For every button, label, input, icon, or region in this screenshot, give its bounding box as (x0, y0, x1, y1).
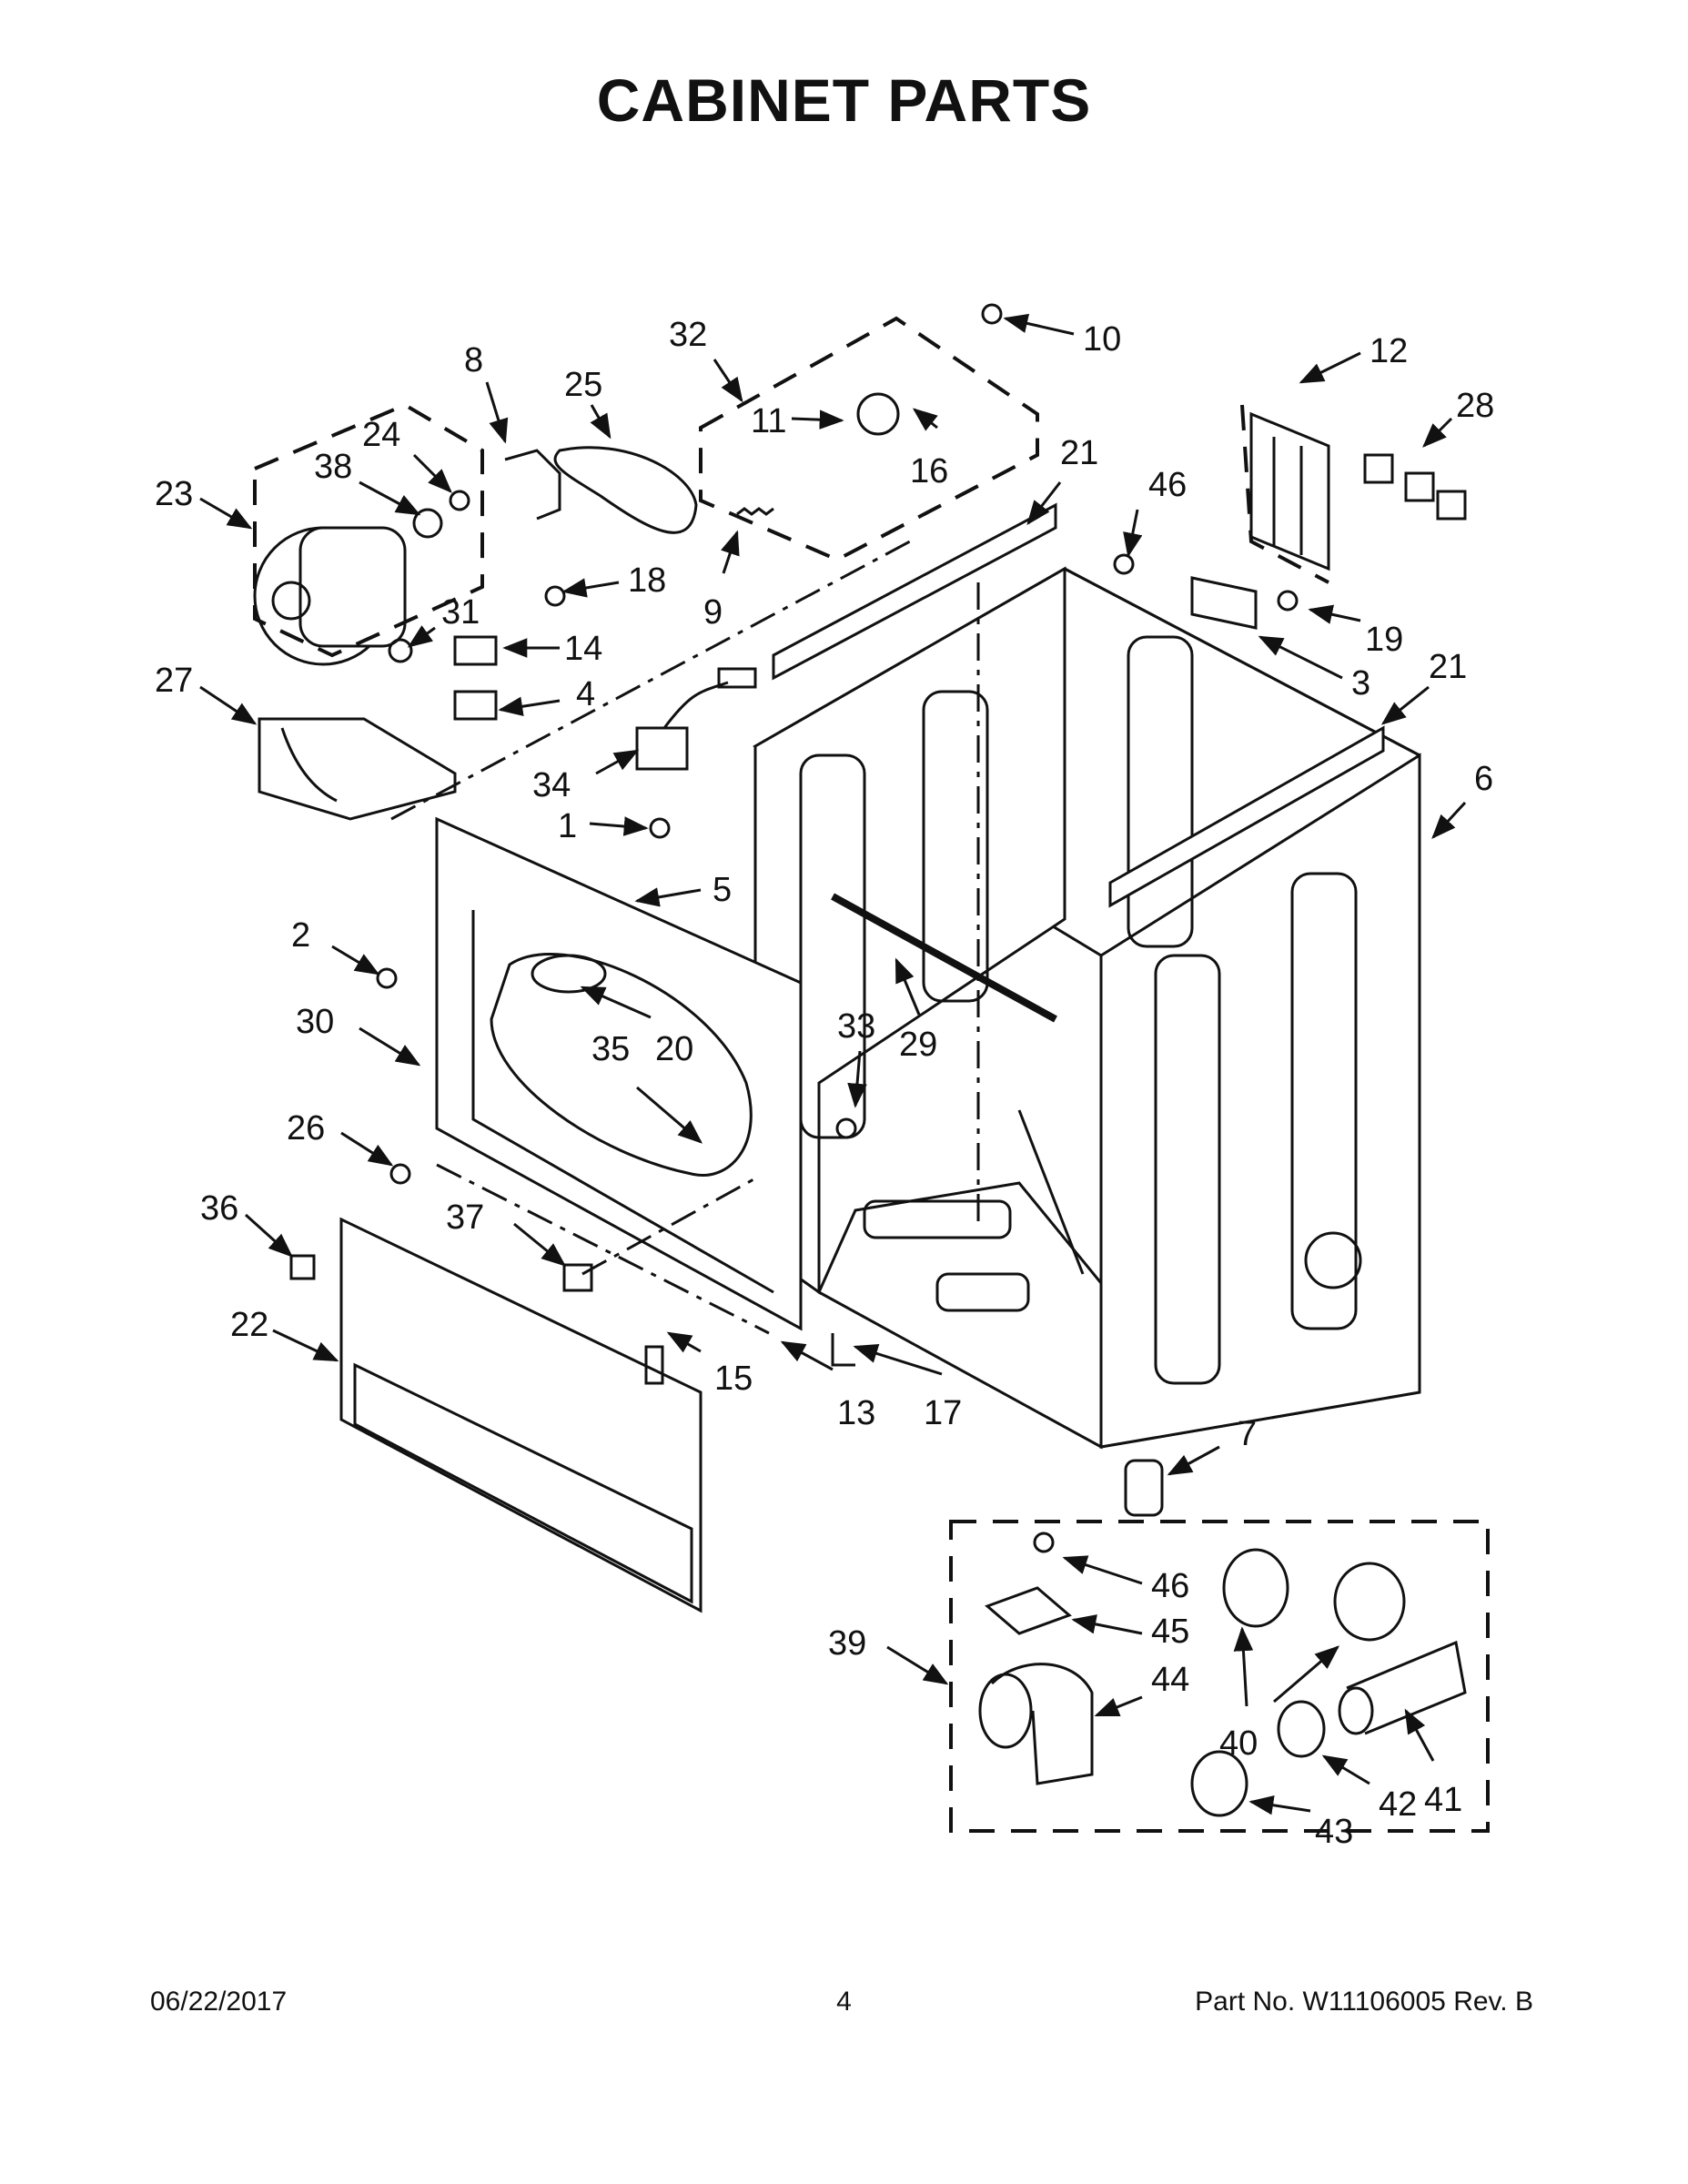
motor-mount-drawing (258, 717, 457, 821)
callout-4: 4 (576, 675, 595, 713)
callout-45: 45 (1151, 1613, 1189, 1651)
callout-20: 20 (655, 1030, 693, 1068)
callout-21b: 21 (1429, 648, 1467, 686)
group-box-motor (253, 402, 484, 658)
clip-14-drawing (453, 635, 498, 666)
callout-27: 27 (155, 662, 193, 700)
callout-19: 19 (1365, 621, 1403, 659)
callout-25: 25 (564, 366, 602, 404)
callout-12: 12 (1370, 332, 1408, 370)
callout-3: 3 (1351, 664, 1370, 703)
callout-labels: 1 2 3 4 5 6 7 8 9 10 11 12 13 14 15 16 1… (155, 316, 1494, 1851)
group-box-32 (699, 316, 1039, 562)
footer-part-number: Part No. W11106005 Rev. B (1195, 1987, 1533, 2017)
callout-5: 5 (713, 871, 732, 909)
door-switch-drawing (1190, 576, 1258, 630)
callout-26: 26 (287, 1109, 325, 1148)
callout-32: 32 (669, 316, 707, 354)
bearing-drawing (856, 392, 900, 436)
callout-46b: 46 (1148, 466, 1187, 504)
callout-17: 17 (924, 1394, 962, 1432)
callout-24: 24 (362, 416, 400, 454)
idler-spring-drawing (736, 507, 774, 516)
top-strip-rear (772, 502, 1057, 681)
callout-13: 13 (837, 1394, 875, 1432)
callout-39: 39 (828, 1624, 866, 1663)
cabinet-drawing (753, 566, 1421, 1450)
callout-34: 34 (532, 766, 571, 804)
page-title: CABINET PARTS (596, 66, 1092, 134)
group-box-12 (1240, 404, 1329, 584)
alignment-line-a (390, 540, 911, 821)
callout-30: 30 (296, 1003, 334, 1041)
leveling-leg-drawing (1124, 1459, 1164, 1517)
callout-14: 14 (564, 630, 602, 668)
callout-16: 16 (910, 452, 948, 490)
callout-33: 33 (837, 1007, 875, 1046)
callout-29: 29 (899, 1026, 937, 1064)
callout-42: 42 (1379, 1785, 1417, 1824)
alignment-line-c (436, 1163, 770, 1335)
front-panel-drawing (435, 816, 803, 1331)
callout-36: 36 (200, 1189, 238, 1228)
callout-22: 22 (230, 1306, 268, 1344)
callout-18: 18 (628, 561, 666, 600)
tumble-rod-drawing (831, 893, 1057, 1023)
callout-6: 6 (1474, 760, 1493, 798)
callout-35: 35 (591, 1030, 630, 1068)
drive-belt-drawing (553, 446, 698, 534)
screws-drawing (289, 303, 1299, 1553)
top-strip-front (1108, 725, 1385, 908)
callout-15: 15 (714, 1360, 753, 1398)
callout-31: 31 (441, 593, 480, 632)
callout-8: 8 (464, 341, 483, 379)
callout-38: 38 (314, 448, 352, 486)
terminal-block-drawing (1249, 411, 1330, 571)
motor-drawing (253, 490, 470, 666)
idler-bracket-drawing (504, 449, 561, 521)
footer-page-number: 4 (836, 1987, 852, 2017)
footer-date: 06/22/2017 (150, 1987, 288, 2017)
alignment-line-d (581, 1177, 756, 1276)
hinge-drawing (831, 1333, 855, 1367)
wire-harness-drawing (635, 667, 757, 771)
strain-relief-drawing (1363, 453, 1467, 521)
callout-41: 41 (1424, 1781, 1462, 1819)
callout-37: 37 (446, 1198, 484, 1237)
callout-2: 2 (291, 916, 310, 955)
callout-7: 7 (1238, 1415, 1257, 1453)
callout-44: 44 (1151, 1661, 1189, 1699)
callout-43: 43 (1315, 1813, 1353, 1851)
callout-46a: 46 (1151, 1567, 1189, 1605)
callout-40: 40 (1219, 1724, 1258, 1763)
callout-11: 11 (751, 402, 786, 440)
leader-arrows (199, 313, 1467, 1815)
callout-10: 10 (1083, 320, 1121, 359)
clip-4-drawing (453, 690, 498, 721)
callout-9: 9 (703, 593, 723, 632)
callout-1: 1 (558, 807, 577, 845)
exhaust-kit-drawing (978, 1548, 1467, 1817)
toe-panel-drawing (339, 1217, 702, 1613)
group-box-39 (949, 1520, 1490, 1833)
callout-28: 28 (1456, 387, 1494, 425)
callout-21a: 21 (1060, 434, 1098, 472)
callout-23: 23 (155, 475, 193, 513)
